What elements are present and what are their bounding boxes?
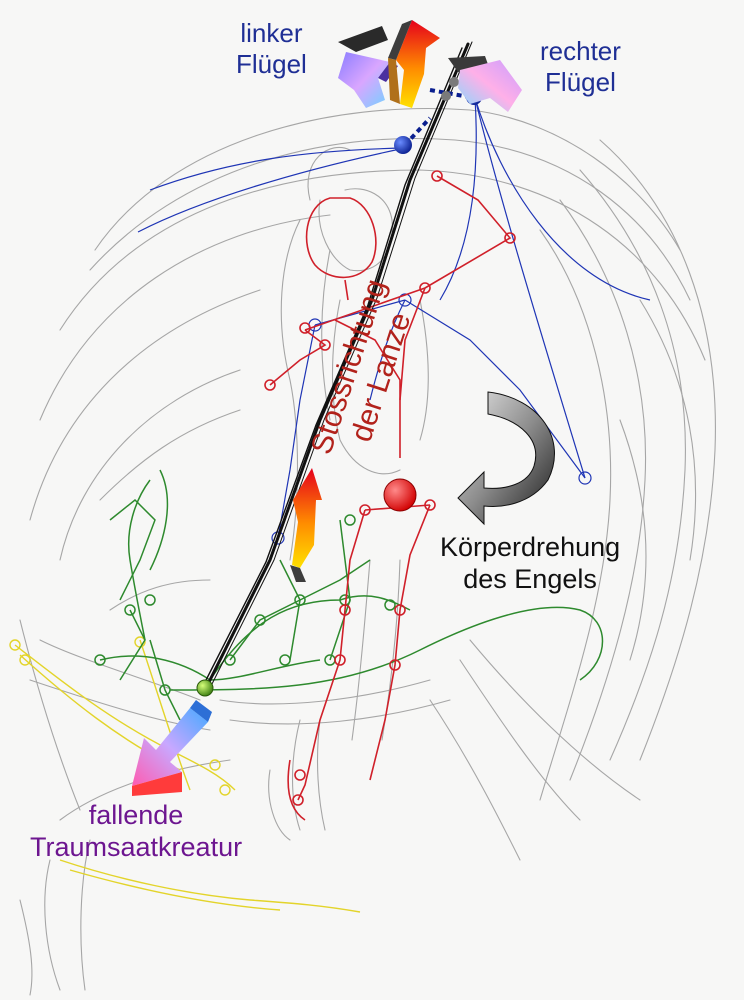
lance [201, 41, 473, 692]
body-rotation-label-line: des Engels [463, 563, 597, 594]
rotation-arrow-icon [457, 391, 555, 526]
falling-creature-label: fallende Traumsaatkreatur [30, 800, 242, 864]
center-of-mass-marker [383, 478, 417, 512]
right-wing-label: rechter Flügel [540, 36, 621, 97]
falling-creature-label-line: fallende [88, 800, 184, 830]
left-wing-label-line: Flügel [236, 48, 307, 79]
wing-arrow-icon [338, 26, 522, 112]
body-rotation-label: Körperdrehung des Engels [440, 532, 620, 596]
fall-arrow-icon [132, 700, 212, 796]
body-rotation-label-line: Körperdrehung [440, 532, 621, 562]
left-wing-label-line: linker [240, 18, 303, 48]
right-wing-label-line: rechter [540, 36, 621, 66]
right-wing-label-line: Flügel [545, 66, 616, 97]
left-wing-label: linker Flügel [236, 18, 307, 79]
wing-skeleton [137, 97, 651, 545]
thrust-arrow-icon [290, 20, 440, 582]
falling-creature-label-line: Traumsaatkreatur [30, 831, 243, 862]
angel-skeleton [264, 170, 516, 821]
lance-tip-marker [196, 679, 214, 697]
